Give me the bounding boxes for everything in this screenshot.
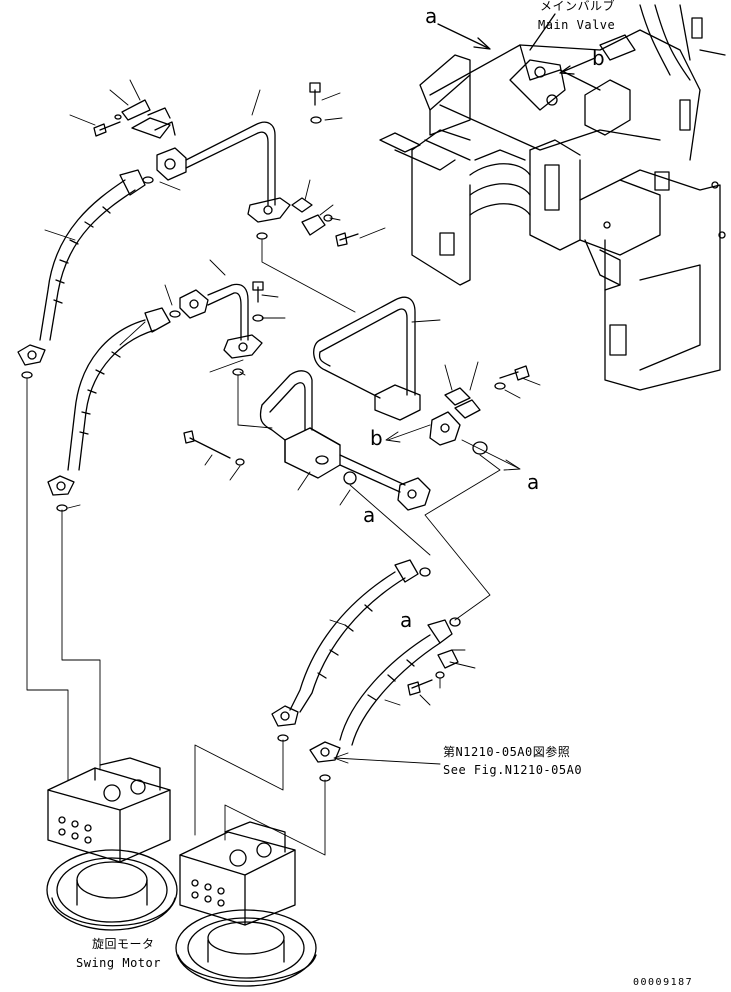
main-valve-assembly xyxy=(379,4,726,391)
ref-label-b-top: b xyxy=(592,46,605,70)
upper-pipe-group xyxy=(93,82,359,247)
swing-motor-right xyxy=(175,821,317,987)
lower-hose-a xyxy=(271,559,431,742)
leader-lines xyxy=(26,79,541,856)
main-valve-label-jp: メインバルブ xyxy=(540,0,616,13)
ref-label-a-lower: a xyxy=(400,608,413,632)
ref-arrows-top xyxy=(437,13,596,75)
lower-hose-b xyxy=(309,617,461,782)
drawing-code: 00009187 xyxy=(633,977,694,988)
swing-motor-label-en: Swing Motor xyxy=(76,956,161,970)
right-u-pipe xyxy=(313,296,530,455)
see-fig-label-en: See Fig.N1210-05A0 xyxy=(443,763,583,777)
upper-left-hose xyxy=(17,169,146,379)
main-valve-label-en: Main Valve xyxy=(538,18,616,32)
swing-motor-left xyxy=(46,757,178,931)
ref-label-a-top: a xyxy=(425,4,438,28)
ref-label-b-middle: b xyxy=(370,426,383,450)
swing-motor-label-jp: 旋回モータ xyxy=(92,937,155,951)
middle-hose xyxy=(47,307,181,512)
see-fig-label-jp: 第N1210-05A0図参照 xyxy=(443,745,571,759)
center-block-assembly xyxy=(183,370,431,511)
ref-label-a-middle: a xyxy=(527,470,540,494)
ref-label-a-center: a xyxy=(363,503,376,527)
middle-pipe xyxy=(179,281,264,376)
